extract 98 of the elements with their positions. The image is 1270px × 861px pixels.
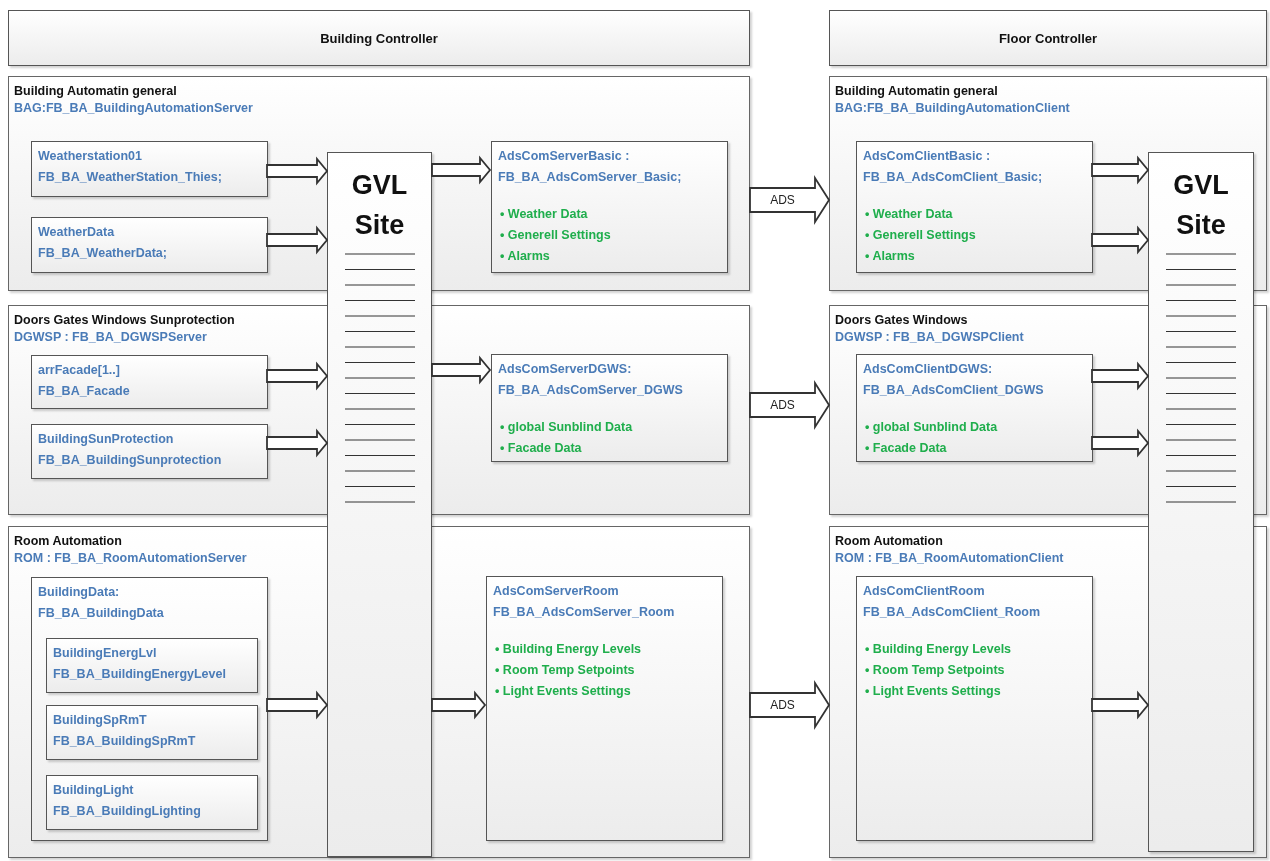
controller-header-box	[8, 10, 750, 66]
section-title: Room Automation	[14, 533, 123, 550]
block-arrow	[1091, 361, 1150, 391]
controller-header-box	[829, 10, 1267, 66]
instance-name: AdsComClientRoom	[863, 583, 986, 600]
function-block-box	[486, 576, 723, 841]
block-arrow	[266, 428, 329, 458]
variable-list-box	[1148, 152, 1254, 852]
variable-list-box	[327, 152, 432, 857]
section-title: Building Automatin general	[835, 83, 999, 100]
bullet-item: • Alarms	[865, 248, 916, 265]
bullet-item: • global Sunblind Data	[865, 419, 999, 436]
type-name: FB_BA_BuildingData	[38, 605, 165, 622]
block-arrow	[431, 155, 492, 185]
type-name: FB_BA_BuildingLighting	[53, 803, 202, 820]
type-name: FB_BA_AdsComServer_DGWS	[498, 382, 684, 399]
section-title: Doors Gates Windows Sunprotection	[14, 312, 236, 329]
bullet-item: • Building Energy Levels	[865, 641, 1013, 658]
function-block-box	[31, 355, 268, 409]
bullet-item: • Room Temp Setpoints	[495, 662, 636, 679]
instance-name: AdsComClientDGWS:	[863, 361, 994, 378]
block-arrow	[431, 355, 492, 385]
type-name: FB_BA_BuildingEnergyLevel	[53, 666, 227, 683]
type-name: FB_BA_BuildingSunprotection	[38, 452, 223, 469]
function-block-box	[46, 638, 258, 693]
instance-name: AdsComClientBasic :	[863, 148, 992, 165]
block-arrow	[266, 225, 329, 255]
function-block-box	[856, 354, 1093, 462]
block-arrow	[266, 690, 329, 720]
edge-label: ADS	[770, 398, 795, 412]
section-title: Building Automatin general	[14, 83, 178, 100]
function-block-box	[31, 577, 268, 841]
bullet-item: • Light Events Settings	[495, 683, 632, 700]
type-name: FB_BA_WeatherStation_Thies;	[38, 169, 223, 186]
function-block-box	[856, 576, 1093, 841]
instance-label: DGWSP : FB_BA_DGWSPClient	[835, 329, 1025, 346]
instance-name: AdsComServerRoom	[493, 583, 620, 600]
type-name: FB_BA_Facade	[38, 383, 131, 400]
bullet-item: • Alarms	[500, 248, 551, 265]
block-arrow	[749, 679, 831, 731]
function-block-box	[31, 141, 268, 197]
list-title: GVL Site	[350, 169, 409, 242]
function-block-box	[856, 141, 1093, 273]
instance-name: BuildingSunProtection	[38, 431, 175, 448]
bullet-item: • Generell Settings	[865, 227, 977, 244]
function-block-box	[46, 775, 258, 830]
type-name: FB_BA_AdsComServer_Room	[493, 604, 676, 621]
bullet-item: • Light Events Settings	[865, 683, 1002, 700]
type-name: FB_BA_BuildingSpRmT	[53, 733, 197, 750]
function-block-box	[491, 141, 728, 273]
instance-name: WeatherData	[38, 224, 116, 241]
bullet-item: • Building Energy Levels	[495, 641, 643, 658]
bullet-item: • Room Temp Setpoints	[865, 662, 1006, 679]
bullet-item: • global Sunblind Data	[500, 419, 634, 436]
section-title: Room Automation	[835, 533, 944, 550]
block-arrow	[1091, 690, 1150, 720]
instance-label: DGWSP : FB_BA_DGWSPServer	[14, 329, 208, 346]
function-block-box	[491, 354, 728, 462]
type-name: FB_BA_AdsComClient_Room	[863, 604, 1042, 621]
list-title: GVL Site	[1172, 169, 1230, 242]
bullet-item: • Facade Data	[500, 440, 583, 457]
block-arrow	[749, 174, 831, 226]
block-arrow	[1091, 225, 1150, 255]
block-arrow	[1091, 428, 1150, 458]
bullet-item: • Weather Data	[865, 206, 954, 223]
instance-name: BuildingSpRmT	[53, 712, 148, 729]
header-title: Floor Controller	[998, 29, 1098, 48]
function-block-box	[31, 217, 268, 273]
instance-label: BAG:FB_BA_BuildingAutomationServer	[14, 100, 254, 117]
instance-label: ROM : FB_BA_RoomAutomationServer	[14, 550, 248, 567]
function-block-box	[31, 424, 268, 479]
instance-name: BuildingLight	[53, 782, 135, 799]
function-block-box	[46, 705, 258, 760]
instance-name: AdsComServerBasic :	[498, 148, 631, 165]
instance-name: AdsComServerDGWS:	[498, 361, 633, 378]
header-title: Building Controller	[320, 29, 438, 48]
block-arrow	[266, 156, 329, 186]
edge-label: ADS	[770, 698, 795, 712]
instance-label: ROM : FB_BA_RoomAutomationClient	[835, 550, 1065, 567]
edge-label: ADS	[770, 193, 795, 207]
instance-name: arrFacade[1..]	[38, 362, 121, 379]
bullet-item: • Facade Data	[865, 440, 948, 457]
type-name: FB_BA_AdsComClient_DGWS	[863, 382, 1045, 399]
type-name: FB_BA_AdsComServer_Basic;	[498, 169, 683, 186]
section-panel	[8, 76, 750, 291]
type-name: FB_BA_WeatherData;	[38, 245, 168, 262]
instance-name: Weatherstation01	[38, 148, 143, 165]
instance-label: BAG:FB_BA_BuildingAutomationClient	[835, 100, 1071, 117]
bullet-item: • Generell Settings	[500, 227, 612, 244]
bullet-item: • Weather Data	[500, 206, 589, 223]
block-arrow	[1091, 155, 1150, 185]
section-title: Doors Gates Windows	[835, 312, 969, 329]
block-arrow	[749, 379, 831, 431]
type-name: FB_BA_AdsComClient_Basic;	[863, 169, 1044, 186]
block-arrow	[431, 690, 487, 720]
block-arrow	[266, 361, 329, 391]
instance-name: BuildingData:	[38, 584, 121, 601]
instance-name: BuildingEnergLvl	[53, 645, 158, 662]
